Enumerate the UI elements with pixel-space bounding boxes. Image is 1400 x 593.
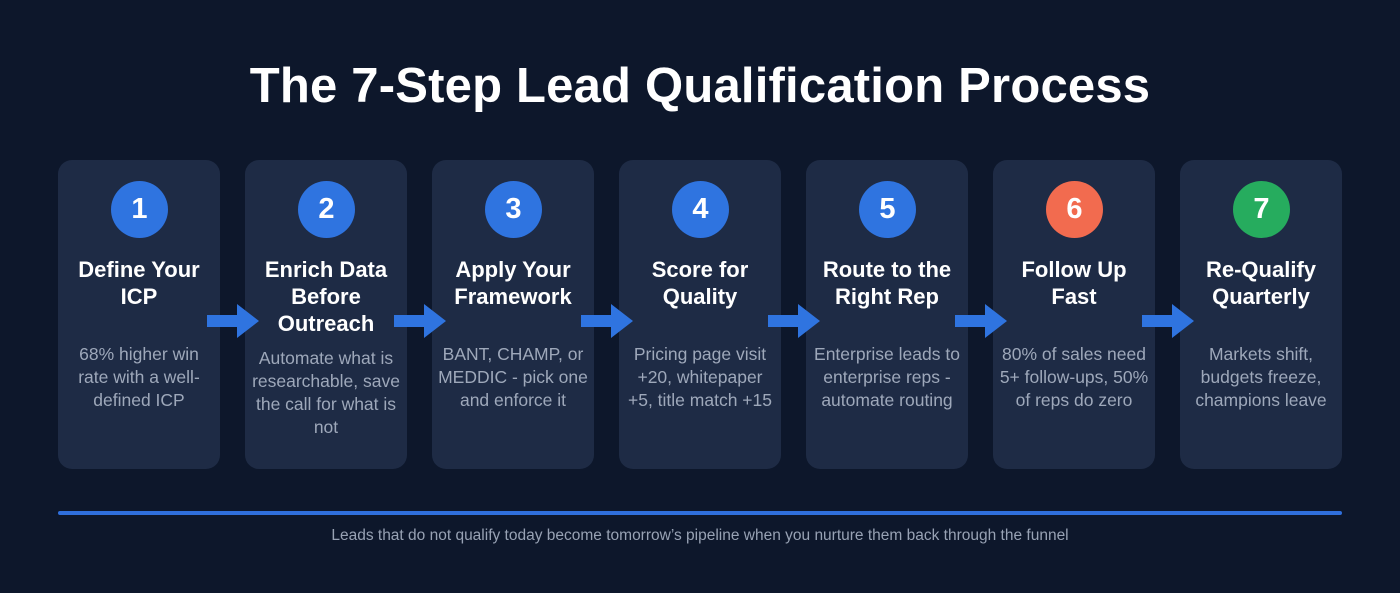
step-description: 68% higher win rate with a well-defined … bbox=[78, 344, 200, 410]
footer-divider bbox=[58, 511, 1342, 515]
right-arrow-icon bbox=[581, 304, 633, 338]
step-number-badge: 3 bbox=[485, 181, 542, 238]
step-title: Score for Quality bbox=[651, 257, 749, 309]
page-title: The 7-Step Lead Qualification Process bbox=[249, 59, 1151, 113]
step-title: Follow Up Fast bbox=[1021, 257, 1127, 309]
step-number-badge: 1 bbox=[111, 181, 168, 238]
step-description: Enterprise leads to enterprise reps - au… bbox=[814, 344, 960, 410]
step-card-2: 2 Enrich Data Before Outreach Automate w… bbox=[245, 160, 407, 469]
step-title: Define Your ICP bbox=[78, 257, 200, 309]
step-number-badge: 6 bbox=[1046, 181, 1103, 238]
step-card-4: 4 Score for Quality Pricing page visit +… bbox=[619, 160, 781, 469]
footer-caption: Leads that do not qualify today become t… bbox=[331, 527, 1069, 544]
right-arrow-icon bbox=[1142, 304, 1194, 338]
step-title: Enrich Data Before Outreach bbox=[264, 257, 388, 336]
right-arrow-icon bbox=[207, 304, 259, 338]
step-number-badge: 7 bbox=[1233, 181, 1290, 238]
step-card-6: 6 Follow Up Fast 80% of sales need 5+ fo… bbox=[993, 160, 1155, 469]
right-arrow-icon bbox=[955, 304, 1007, 338]
right-arrow-icon bbox=[768, 304, 820, 338]
step-card-3: 3 Apply Your Framework BANT, CHAMP, or M… bbox=[432, 160, 594, 469]
step-description: Pricing page visit +20, whitepaper +5, t… bbox=[628, 344, 772, 410]
step-description: Automate what is researchable, save the … bbox=[252, 348, 400, 437]
step-card-1: 1 Define Your ICP 68% higher win rate wi… bbox=[58, 160, 220, 469]
step-description: BANT, CHAMP, or MEDDIC - pick one and en… bbox=[438, 344, 588, 410]
step-card-5: 5 Route to the Right Rep Enterprise lead… bbox=[806, 160, 968, 469]
step-card-7: 7 Re-Qualify Quarterly Markets shift, bu… bbox=[1180, 160, 1342, 469]
right-arrow-icon bbox=[394, 304, 446, 338]
step-title: Re-Qualify Quarterly bbox=[1205, 257, 1317, 309]
step-title: Apply Your Framework bbox=[454, 257, 572, 309]
step-description: Markets shift, budgets freeze, champions… bbox=[1195, 344, 1327, 410]
step-description: 80% of sales need 5+ follow-ups, 50% of … bbox=[999, 344, 1149, 410]
step-title: Route to the Right Rep bbox=[822, 257, 952, 309]
step-number-badge: 4 bbox=[672, 181, 729, 238]
step-number-badge: 2 bbox=[298, 181, 355, 238]
steps-row: 1 Define Your ICP 68% higher win rate wi… bbox=[0, 160, 1400, 470]
step-number-badge: 5 bbox=[859, 181, 916, 238]
